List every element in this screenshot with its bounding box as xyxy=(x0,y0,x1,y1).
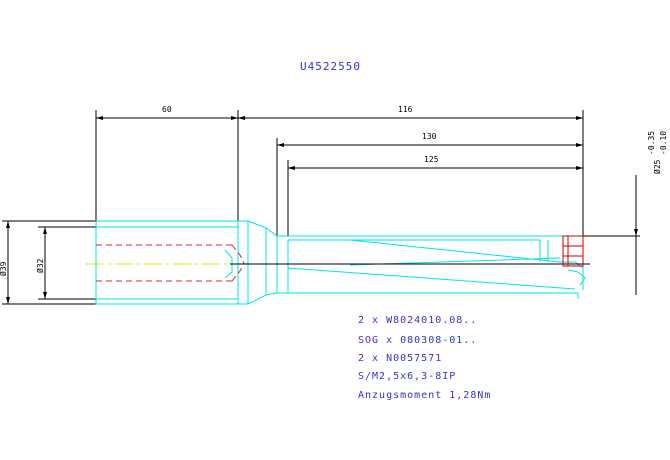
tool-outline xyxy=(95,220,586,305)
hidden-lines xyxy=(96,244,245,282)
note-line-3: 2 x N0057571 xyxy=(358,353,442,364)
insert-highlight xyxy=(562,235,584,267)
dim-shank-length: 60 xyxy=(162,105,172,114)
dim-overall-length: 116 xyxy=(398,105,413,114)
dimension-arrows xyxy=(6,116,638,304)
dim-flute-length: 125 xyxy=(424,155,439,164)
dim-tolerance-upper: -0.35 xyxy=(647,131,656,155)
dimension-lines xyxy=(2,110,640,305)
part-number: U4522550 xyxy=(300,60,361,73)
dim-flange-diameter: Ø39 xyxy=(0,261,8,276)
dim-tool-diameter: Ø25 xyxy=(652,159,662,174)
dim-shank-diameter: Ø32 xyxy=(35,258,45,273)
note-line-4: S/M2,5x6,3-8IP xyxy=(358,371,456,382)
dim-body-length: 130 xyxy=(422,132,437,141)
note-line-2: SOG x 080308-01.. xyxy=(358,335,477,346)
dim-tolerance-lower: -0.10 xyxy=(659,131,668,155)
note-line-1: 2 x W8024010.08.. xyxy=(358,315,477,326)
note-line-5: Anzugsmoment 1,28Nm xyxy=(358,390,491,401)
